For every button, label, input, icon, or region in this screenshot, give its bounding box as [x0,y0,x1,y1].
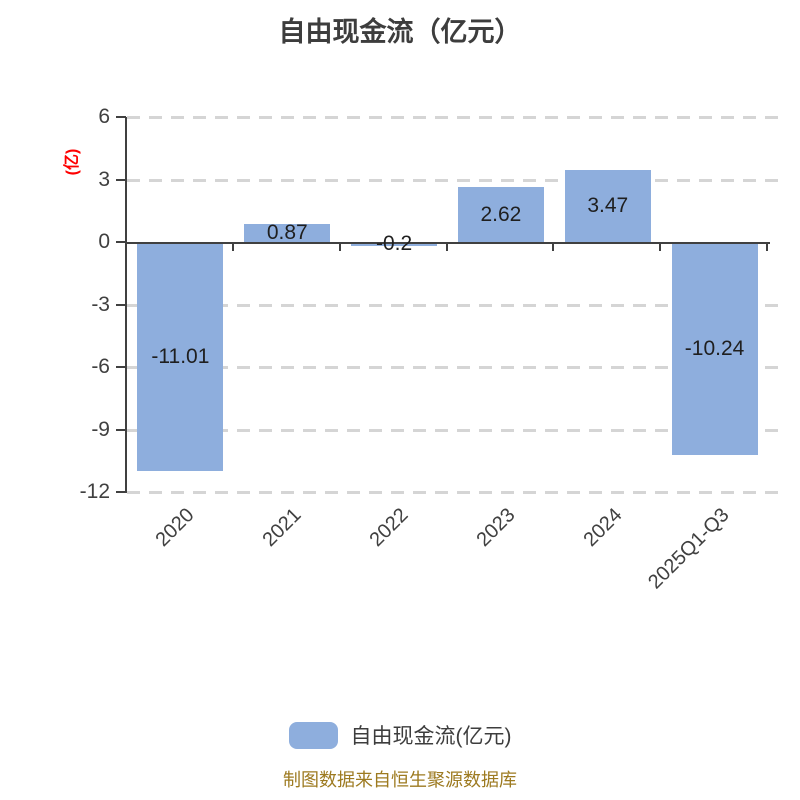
gridline [127,303,786,307]
y-axis-tick [116,303,126,306]
gridline [127,428,786,432]
y-axis-tick-label: 3 [98,167,110,191]
bar [351,242,438,247]
y-axis-tick [116,491,126,493]
zero-baseline [125,242,770,244]
bar [671,242,758,456]
y-axis-tick-label: -3 [91,292,110,316]
y-axis-tick-label: 6 [98,105,110,128]
bar-value-label: 3.47 [587,193,629,217]
x-axis-tick [659,243,662,251]
bar-value-label: 0.87 [266,220,308,244]
x-axis-tick [231,243,234,251]
bar [457,187,544,242]
bar [244,223,331,242]
bar-value-label: 2.62 [480,202,522,226]
y-axis-tick-label: -6 [91,355,110,378]
y-axis-tick [116,428,126,431]
x-axis-tick [338,243,341,251]
y-axis-tick [116,366,126,368]
y-axis-tick-label: -12 [79,480,110,503]
bar-value-label: -11.01 [151,344,210,368]
gridline [127,178,786,182]
legend-swatch [288,721,338,749]
chart-title: 自由现金流（亿元） [278,17,522,47]
x-axis-tick [766,243,768,251]
bar [137,242,224,472]
y-axis-tick [116,178,126,181]
x-axis-tick [552,243,555,251]
y-axis-tick-label: 0 [98,230,110,253]
gridline [127,491,786,494]
gridline [127,116,786,119]
y-axis-tick [116,116,126,118]
bar [564,169,651,242]
y-axis-tick-label: -9 [91,417,110,441]
legend-label: 自由现金流(亿元) [350,725,512,748]
data-source-note: 制图数据来自恒生聚源数据库 [283,770,517,790]
y-axis-tick [116,241,126,243]
gridline [127,366,786,369]
bar-value-label: -10.24 [684,336,745,360]
bar-value-label: -0.2 [375,232,413,256]
y-axis-line [125,117,127,493]
x-axis-tick [445,243,448,251]
legend: 自由现金流(亿元) [0,720,800,750]
